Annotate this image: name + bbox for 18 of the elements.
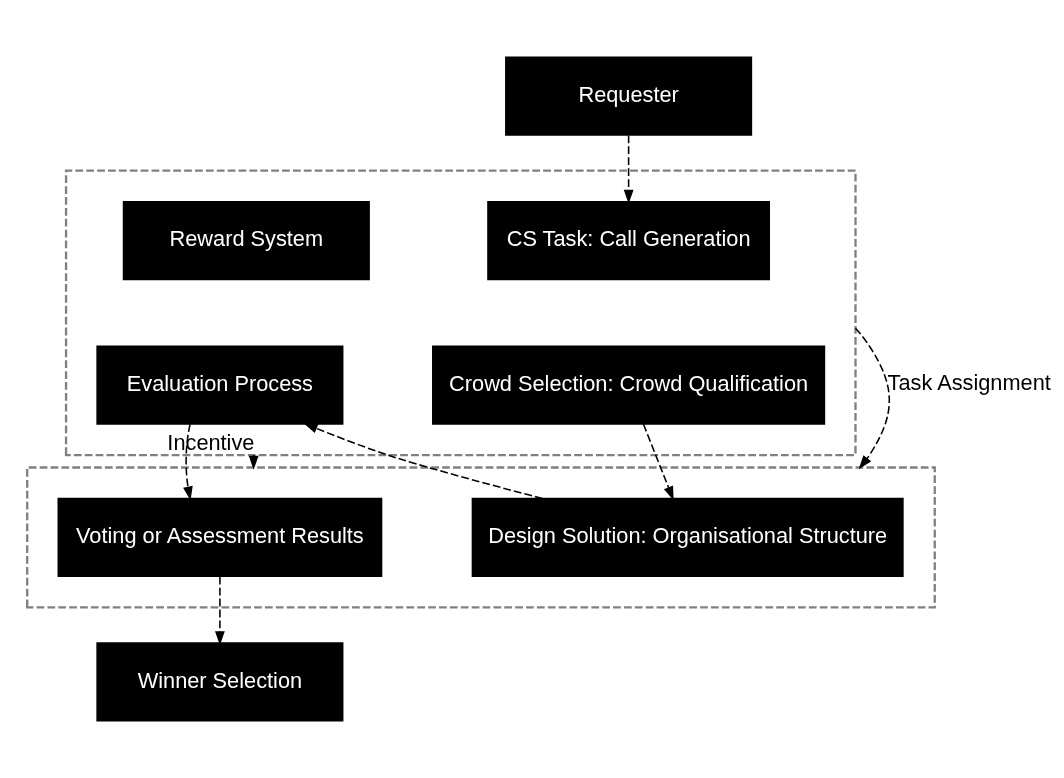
cluster	[26, 466, 936, 609]
node-box: Crowd Selection: Crowd Qualification	[432, 345, 826, 425]
arrow	[303, 423, 544, 500]
node-box: Design Solution: Organisational Structure	[471, 497, 904, 578]
node-box: Requester	[505, 56, 753, 136]
arrow	[248, 454, 259, 470]
arrow	[854, 327, 891, 470]
node-box: Winner Selection	[96, 642, 344, 722]
node-box: Evaluation Process	[96, 345, 344, 425]
node-box: Reward System	[122, 200, 370, 281]
edge-label: Incentive	[167, 430, 255, 456]
arrow	[623, 134, 634, 204]
node-box: CS Task: Call Generation	[487, 200, 771, 281]
edge-label: Task Assignment	[887, 369, 1051, 395]
arrow	[183, 423, 193, 501]
arrow	[642, 423, 674, 501]
node-box: Voting or Assessment Results	[57, 497, 383, 578]
arrow	[215, 576, 225, 646]
